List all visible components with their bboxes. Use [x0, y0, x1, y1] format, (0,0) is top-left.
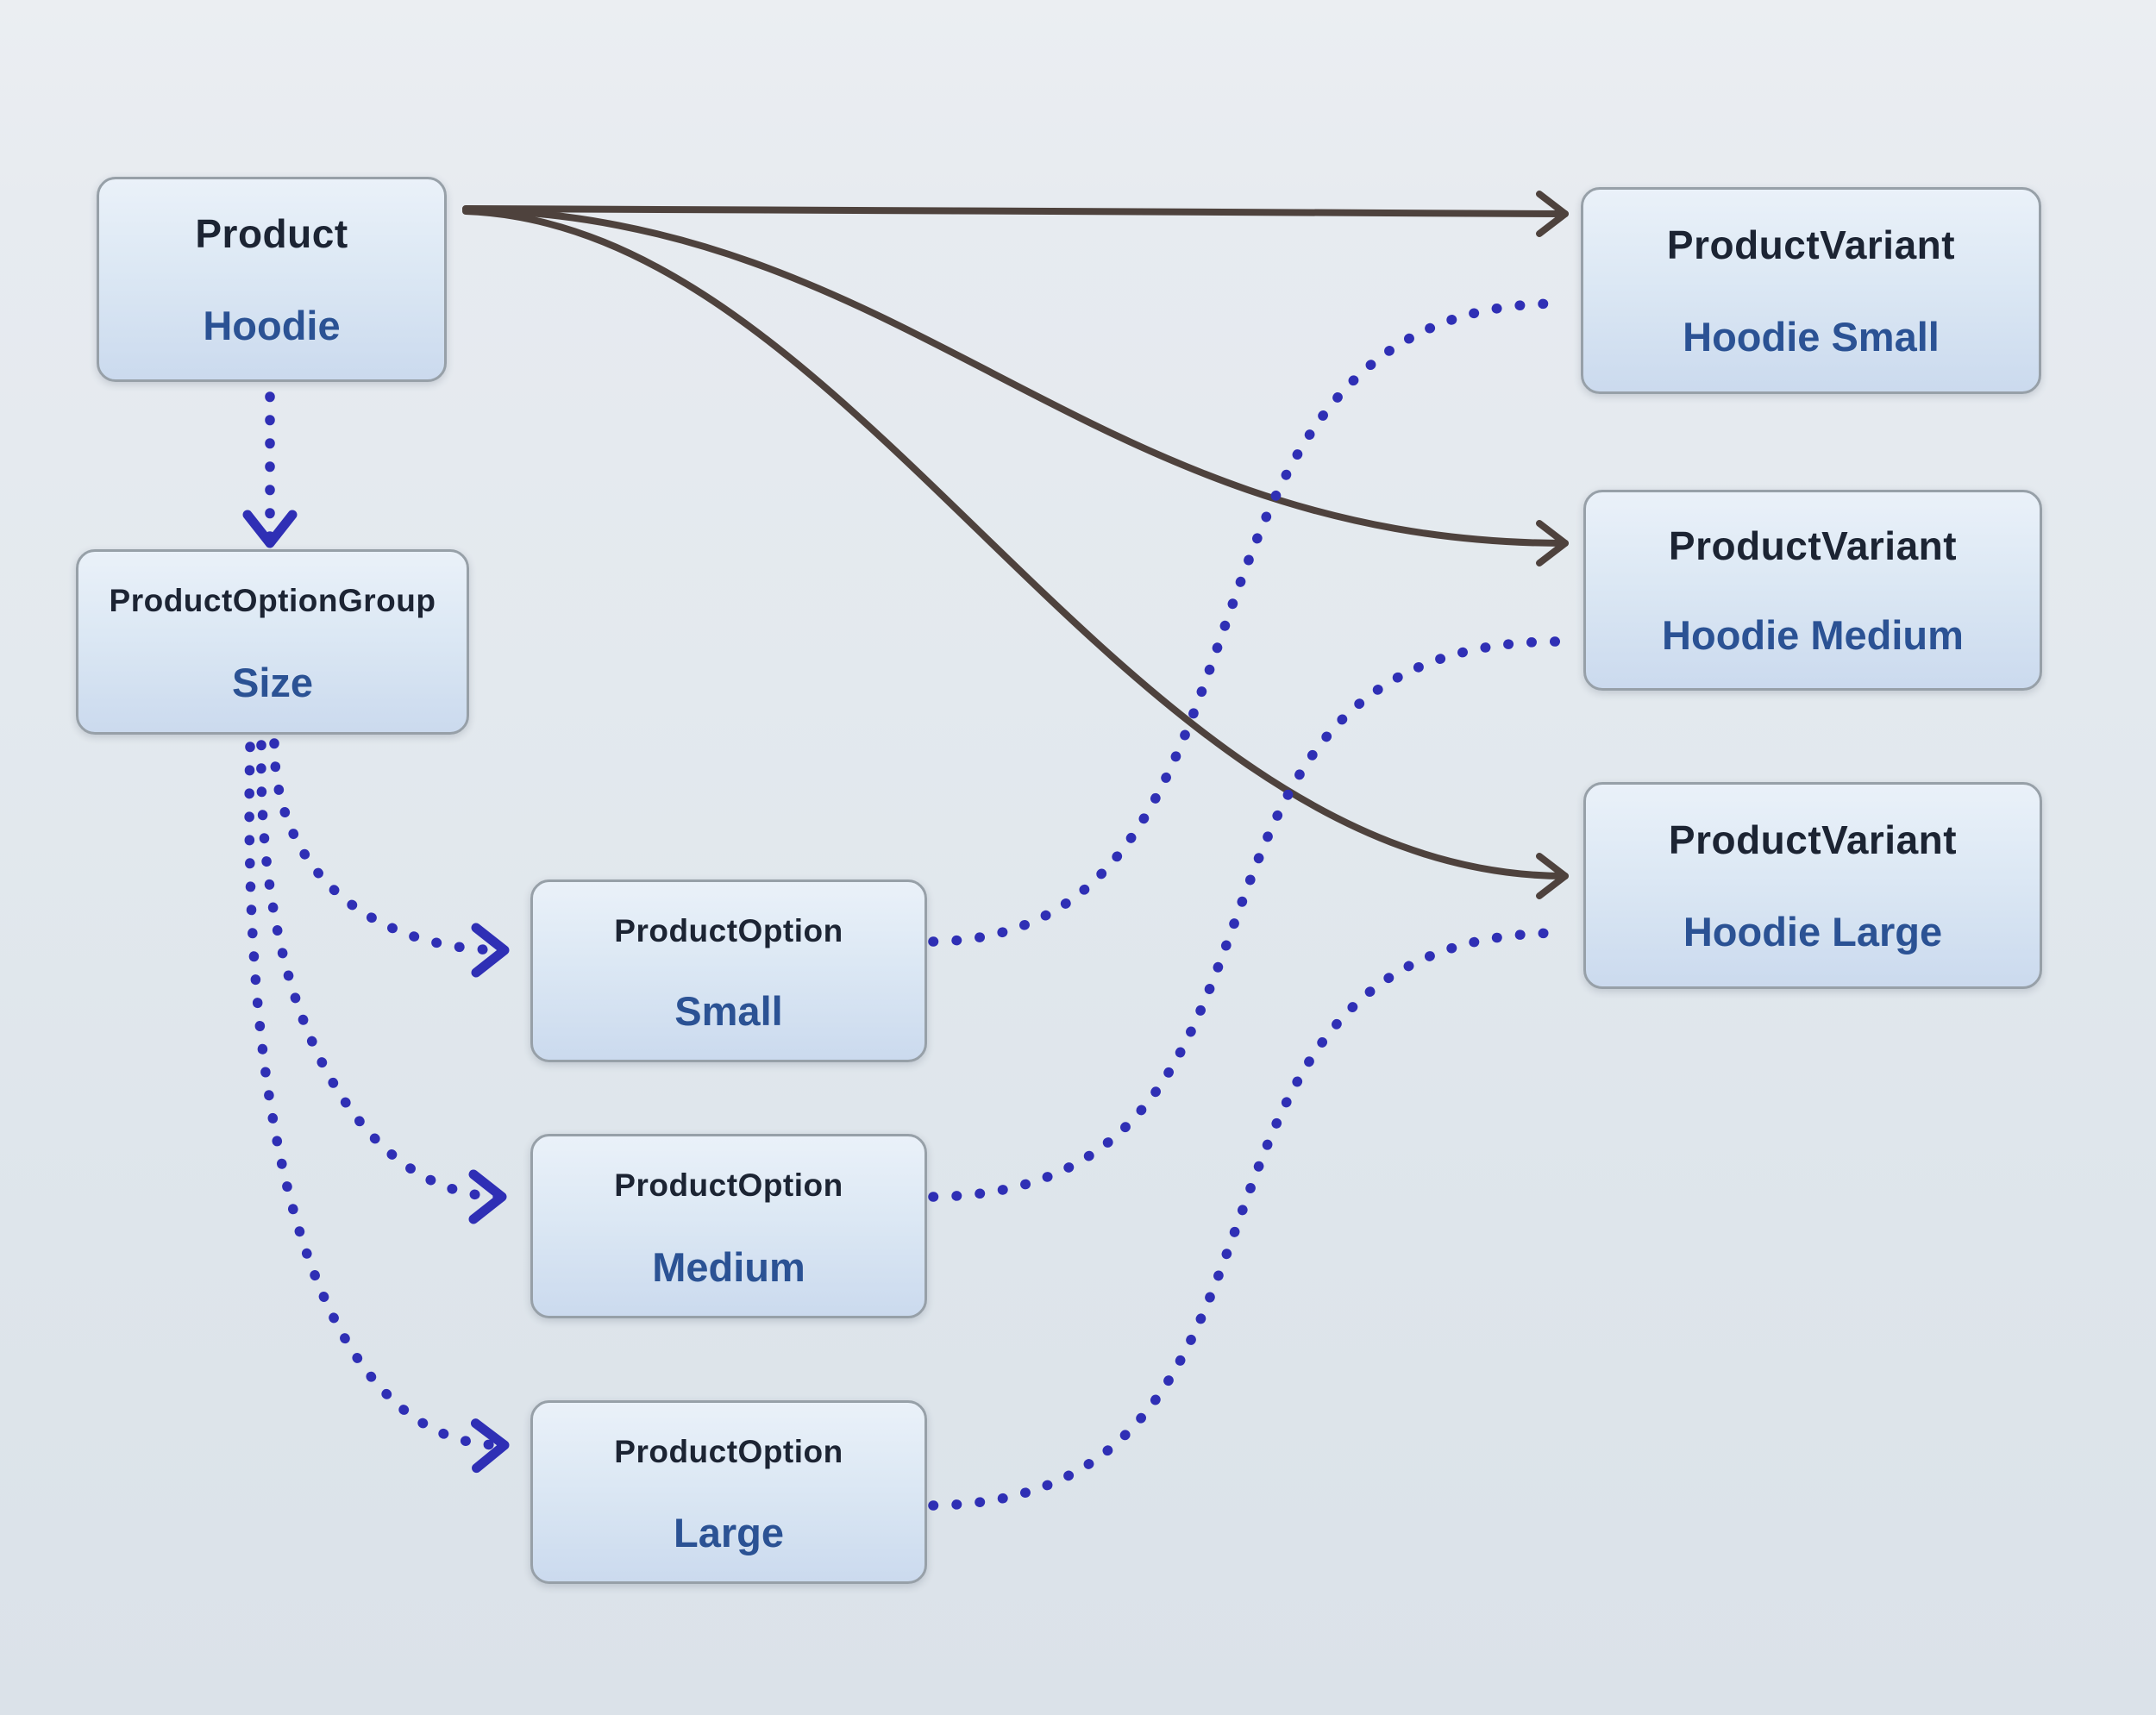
node-product-option-large: ProductOption Large: [530, 1400, 927, 1584]
node-type-label: ProductVariant: [1668, 523, 1958, 568]
edge-optionMedium-to-variantMedium: [928, 636, 1564, 1202]
edge-product-to-variantSmall: [462, 190, 1569, 237]
edge-optionSmall-to-variantSmall: [928, 298, 1564, 947]
edge-optionLarge-to-variantLarge: [928, 928, 1564, 1511]
node-value-label: Large: [674, 1509, 784, 1555]
node-value-label: Size: [231, 660, 314, 706]
edge-product-to-variantMedium: [462, 206, 1569, 566]
node-product-option-small: ProductOption Small: [530, 879, 927, 1062]
node-type-label: Product: [195, 211, 348, 256]
node-value-label: Hoodie Small: [1683, 314, 1940, 360]
node-value-label: Hoodie Medium: [1662, 611, 1964, 658]
node-type-label: ProductOptionGroup: [109, 583, 436, 619]
node-product: Product Hoodie: [97, 177, 447, 382]
node-type-label: ProductVariant: [1668, 817, 1958, 862]
node-product-variant-small: ProductVariant Hoodie Small: [1581, 187, 2041, 394]
node-product-option-group: ProductOptionGroup Size: [76, 549, 469, 735]
node-type-label: ProductOption: [614, 1433, 843, 1469]
node-product-variant-large: ProductVariant Hoodie Large: [1583, 782, 2042, 989]
edge-optionGroup-to-optionLarge: [244, 742, 510, 1474]
node-type-label: ProductOption: [614, 912, 843, 948]
node-product-option-medium: ProductOption Medium: [530, 1134, 927, 1318]
node-type-label: ProductVariant: [1666, 222, 1956, 267]
node-product-variant-medium: ProductVariant Hoodie Medium: [1583, 490, 2042, 691]
edge-optionGroup-to-optionMedium: [256, 740, 507, 1224]
edge-product-to-variantLarge: [462, 208, 1569, 899]
node-value-label: Medium: [652, 1243, 805, 1290]
node-type-label: ProductOption: [614, 1167, 843, 1203]
node-value-label: Small: [674, 988, 783, 1034]
node-value-label: Hoodie: [203, 302, 341, 348]
node-value-label: Hoodie Large: [1683, 909, 1943, 955]
edge-optionGroup-to-optionSmall: [269, 738, 510, 978]
